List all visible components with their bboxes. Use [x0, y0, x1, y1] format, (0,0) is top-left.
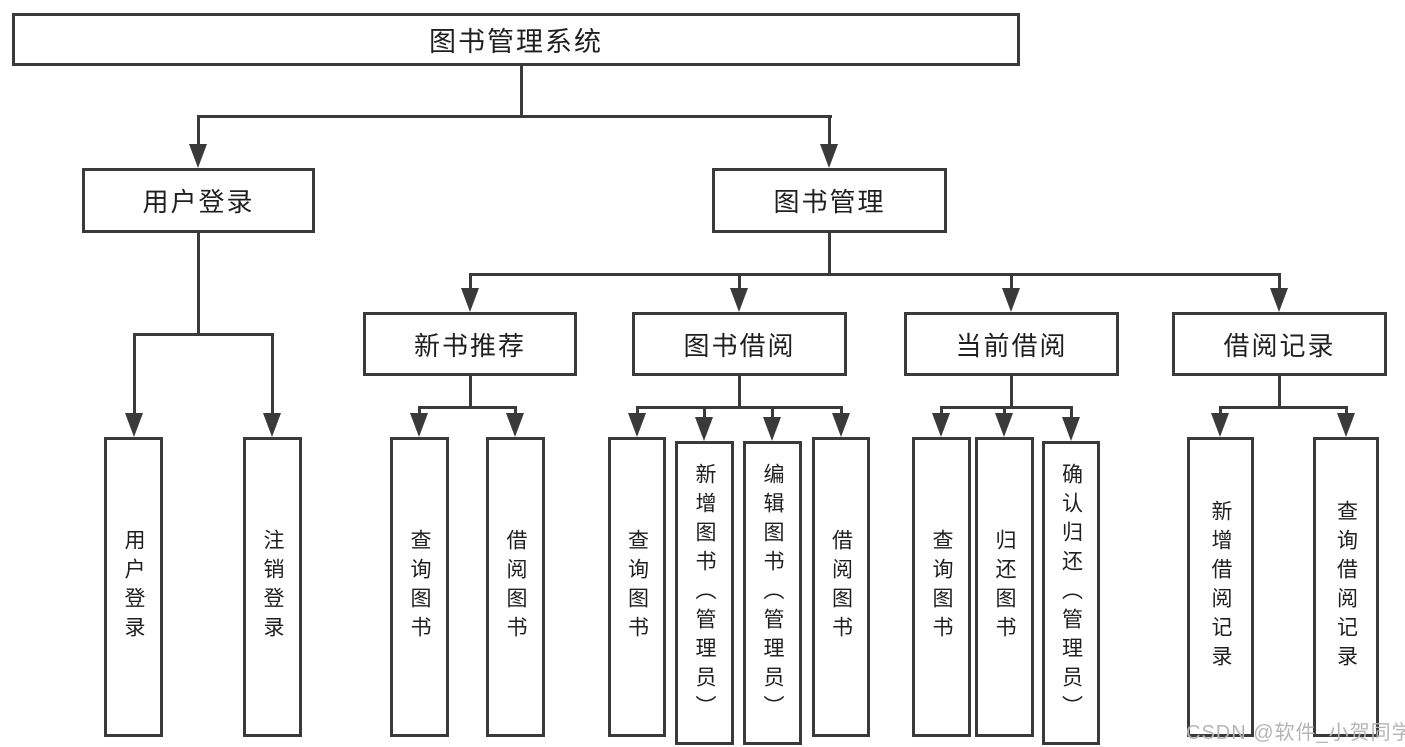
node-leaf-add-book-admin: 新增图书（管理员）: [675, 441, 734, 745]
connector-user-login-rail: [133, 333, 274, 336]
arrow-down-icon: [1211, 413, 1229, 437]
node-book-borrow: 图书借阅: [632, 312, 847, 376]
connector-drop: [771, 406, 774, 417]
connector-drop: [1219, 406, 1222, 413]
node-user-login-label: 用户登录: [142, 187, 255, 217]
connector-borrow-record-stem: [1278, 376, 1281, 407]
node-leaf-logout: 注销登录: [243, 437, 302, 737]
connector-drop: [940, 406, 943, 413]
node-leaf-return-book-label: 归还图书: [993, 529, 1016, 645]
arrow-down-icon: [832, 413, 850, 437]
node-leaf-add-book-admin-label: 新增图书（管理员）: [693, 462, 716, 724]
node-leaf-query-book-1: 查询图书: [390, 437, 449, 737]
connector-drop: [514, 406, 517, 413]
node-leaf-edit-book-admin: 编辑图书（管理员）: [743, 441, 802, 745]
connector-root-stem: [520, 66, 523, 115]
connector-drop: [1003, 406, 1006, 413]
connector-current-borrow-drop: [1010, 273, 1013, 288]
node-current-borrow: 当前借阅: [904, 312, 1119, 376]
arrow-down-icon: [995, 413, 1013, 437]
node-leaf-edit-book-admin-label: 编辑图书（管理员）: [761, 462, 784, 724]
node-leaf-confirm-return-admin-label: 确认归还（管理员）: [1059, 462, 1083, 724]
node-new-book-recommend-label: 新书推荐: [413, 330, 526, 361]
connector-borrow-record-drop: [1278, 273, 1281, 288]
connector-book-mgmt-drop: [828, 115, 831, 144]
arrow-down-icon: [695, 417, 713, 441]
node-borrow-record: 借阅记录: [1172, 312, 1387, 376]
watermark: CSDN @软件_小贺同学: [1186, 722, 1405, 744]
node-root: 图书管理系统: [12, 13, 1020, 66]
node-leaf-add-borrow-record-label: 新增借阅记录: [1209, 500, 1232, 674]
connector-drop: [1345, 406, 1348, 413]
arrow-down-icon: [1002, 288, 1020, 312]
connector-level2-rail: [197, 115, 832, 118]
connector-book-mgmt-stem: [828, 233, 831, 273]
connector-borrow-record-rail: [1219, 406, 1348, 409]
arrow-down-icon: [628, 413, 646, 437]
arrow-down-icon: [125, 413, 143, 437]
connector-user-login-stem: [197, 233, 200, 333]
connector-book-borrow-stem: [738, 376, 741, 407]
node-leaf-query-book-3: 查询图书: [912, 437, 971, 737]
node-root-label: 图书管理系统: [429, 27, 603, 57]
node-leaf-query-borrow-record: 查询借阅记录: [1313, 437, 1379, 737]
connector-drop: [703, 406, 706, 417]
arrow-down-icon: [461, 288, 479, 312]
connector-book-borrow-rail: [636, 406, 843, 409]
node-leaf-query-borrow-record-label: 查询借阅记录: [1334, 500, 1358, 674]
connector-drop: [840, 406, 843, 413]
arrow-down-icon: [820, 144, 838, 168]
node-current-borrow-label: 当前借阅: [955, 330, 1068, 361]
node-leaf-borrow-book-1-label: 借阅图书: [504, 529, 527, 645]
connector-leaf-login-drop: [133, 333, 136, 413]
arrow-down-icon: [189, 144, 207, 168]
connector-level3-rail: [469, 273, 1281, 276]
node-leaf-query-book-1-label: 查询图书: [408, 529, 431, 645]
connector-drop: [1070, 406, 1073, 417]
arrow-down-icon: [263, 413, 281, 437]
node-leaf-query-book-3-label: 查询图书: [930, 529, 953, 645]
arrow-down-icon: [1270, 288, 1288, 312]
connector-current-borrow-stem: [1010, 376, 1013, 407]
connector-drop: [418, 406, 421, 413]
connector-user-login-drop: [197, 115, 200, 144]
connector-book-borrow-drop: [738, 273, 741, 288]
arrow-down-icon: [1062, 417, 1080, 441]
connector-drop: [636, 406, 639, 413]
node-leaf-user-login: 用户登录: [104, 437, 163, 737]
node-book-management-label: 图书管理: [773, 187, 886, 217]
node-leaf-confirm-return-admin: 确认归还（管理员）: [1042, 441, 1100, 745]
arrow-down-icon: [410, 413, 428, 437]
connector-current-borrow-rail: [940, 406, 1073, 409]
arrow-down-icon: [730, 288, 748, 312]
node-leaf-add-borrow-record: 新增借阅记录: [1187, 437, 1254, 737]
node-leaf-query-book-2-label: 查询图书: [625, 529, 649, 645]
arrow-down-icon: [932, 413, 950, 437]
connector-new-book-rail: [418, 406, 517, 409]
connector-new-book-drop: [469, 273, 472, 288]
node-leaf-query-book-2: 查询图书: [608, 437, 666, 737]
node-leaf-user-login-label: 用户登录: [122, 529, 145, 645]
node-book-management: 图书管理: [712, 168, 947, 233]
arrow-down-icon: [506, 413, 524, 437]
node-leaf-borrow-book-1: 借阅图书: [486, 437, 545, 737]
node-leaf-borrow-book-2-label: 借阅图书: [829, 529, 853, 645]
arrow-down-icon: [1337, 413, 1355, 437]
node-leaf-logout-label: 注销登录: [261, 529, 284, 645]
connector-new-book-stem: [469, 376, 472, 407]
arrow-down-icon: [763, 417, 781, 441]
node-book-borrow-label: 图书借阅: [683, 330, 796, 361]
node-user-login: 用户登录: [82, 168, 315, 233]
node-new-book-recommend: 新书推荐: [363, 312, 577, 376]
node-leaf-return-book: 归还图书: [975, 437, 1034, 737]
node-borrow-record-label: 借阅记录: [1223, 330, 1336, 361]
connector-leaf-logout-drop: [271, 333, 274, 413]
node-leaf-borrow-book-2: 借阅图书: [812, 437, 870, 737]
